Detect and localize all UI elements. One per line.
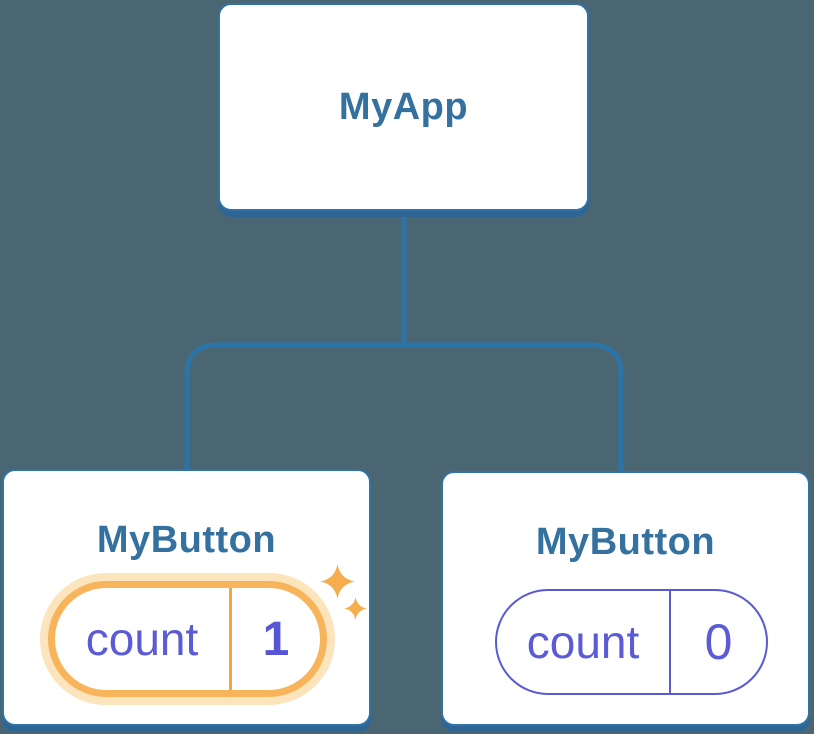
component-node-mybutton-idle: MyButton count 0 (441, 471, 810, 726)
pill-divider (229, 588, 232, 690)
state-pill: count 1 (48, 581, 327, 697)
component-node-myapp: MyApp (218, 3, 589, 211)
state-value-segment: 0 (671, 591, 766, 693)
state-value: 0 (704, 614, 733, 670)
state-value-segment: 1 (232, 588, 320, 690)
state-key-segment: count (55, 588, 229, 690)
state-highlight-glow: count 1 (40, 573, 335, 705)
state-key-label: count (85, 613, 199, 665)
state-value: 1 (262, 612, 290, 666)
state-key-label: count (526, 616, 640, 668)
component-name: MyButton (96, 519, 277, 561)
sparkle-icon (320, 564, 355, 599)
fork-line (184, 342, 624, 474)
state-pill: count 0 (495, 589, 768, 695)
state-key-segment: count (497, 591, 669, 693)
component-name: MyButton (535, 521, 716, 563)
sparkle-icon (344, 597, 367, 620)
component-node-mybutton-updated: MyButton count 1 (2, 469, 371, 726)
component-name: MyApp (338, 86, 469, 128)
pill-divider (669, 591, 671, 693)
